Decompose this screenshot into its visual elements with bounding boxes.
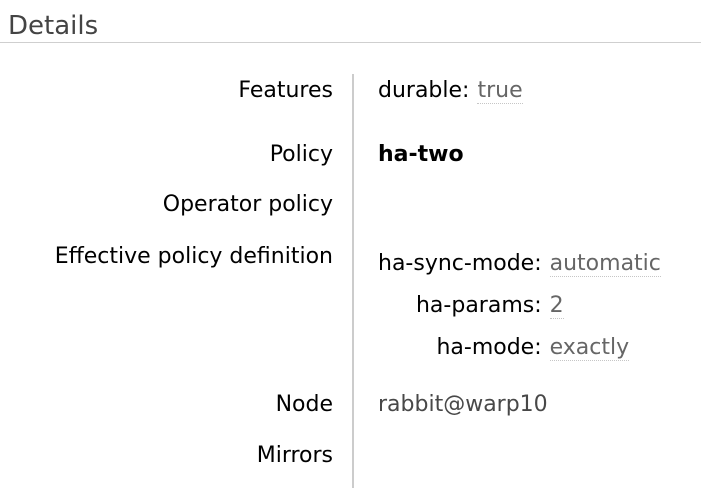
argument-key: ha-params: bbox=[415, 293, 542, 318]
row-label-node: Node bbox=[275, 392, 333, 417]
node-value-cell: rabbit@warp10 bbox=[352, 381, 701, 430]
argument-key: ha-mode: bbox=[436, 335, 542, 360]
table-row-effective-policy-definition: Effective policy definition ha-sync-mode… bbox=[0, 231, 701, 381]
policy-value-cell: ha-two bbox=[352, 123, 701, 180]
table-row-features: Features durable: true bbox=[0, 74, 701, 123]
mirrors-value-cell bbox=[352, 430, 701, 488]
table-row-operator-policy: Operator policy bbox=[0, 180, 701, 231]
section-title: Details bbox=[0, 0, 701, 43]
argument-key: ha-sync-mode: bbox=[378, 251, 542, 276]
features-kv-table: durable: true bbox=[378, 77, 523, 105]
definition-item: ha-sync-mode: automatic bbox=[378, 243, 661, 285]
argument-value: true bbox=[477, 78, 523, 104]
row-label-policy: Policy bbox=[269, 142, 333, 167]
policy-value: ha-two bbox=[378, 142, 464, 167]
feature-item: durable: true bbox=[378, 77, 523, 105]
row-label-operator-policy: Operator policy bbox=[162, 192, 333, 217]
definition-item: ha-params: 2 bbox=[378, 285, 661, 327]
argument-value: automatic bbox=[549, 251, 661, 277]
operator-policy-value-cell bbox=[352, 180, 701, 231]
argument-key: durable: bbox=[378, 78, 470, 103]
node-value: rabbit@warp10 bbox=[378, 392, 548, 417]
argument-value: exactly bbox=[549, 335, 630, 361]
effective-definition-kv-table: ha-sync-mode: automatic ha-params: 2 bbox=[378, 243, 661, 369]
table-row-policy: Policy ha-two bbox=[0, 123, 701, 180]
definition-item: ha-mode: exactly bbox=[378, 327, 661, 369]
details-pane: Details Features durable: true bbox=[0, 0, 701, 488]
argument-value: 2 bbox=[549, 293, 564, 319]
row-label-mirrors: Mirrors bbox=[256, 443, 333, 468]
table-row-node: Node rabbit@warp10 bbox=[0, 381, 701, 430]
effective-policy-definition-cell: ha-sync-mode: automatic ha-params: 2 bbox=[352, 231, 701, 381]
table-row-mirrors: Mirrors bbox=[0, 430, 701, 488]
details-table: Features durable: true bbox=[0, 74, 701, 488]
row-label-effective-policy-definition: Effective policy definition bbox=[54, 244, 333, 269]
row-label-features: Features bbox=[238, 78, 333, 103]
features-value-cell: durable: true bbox=[352, 74, 701, 123]
